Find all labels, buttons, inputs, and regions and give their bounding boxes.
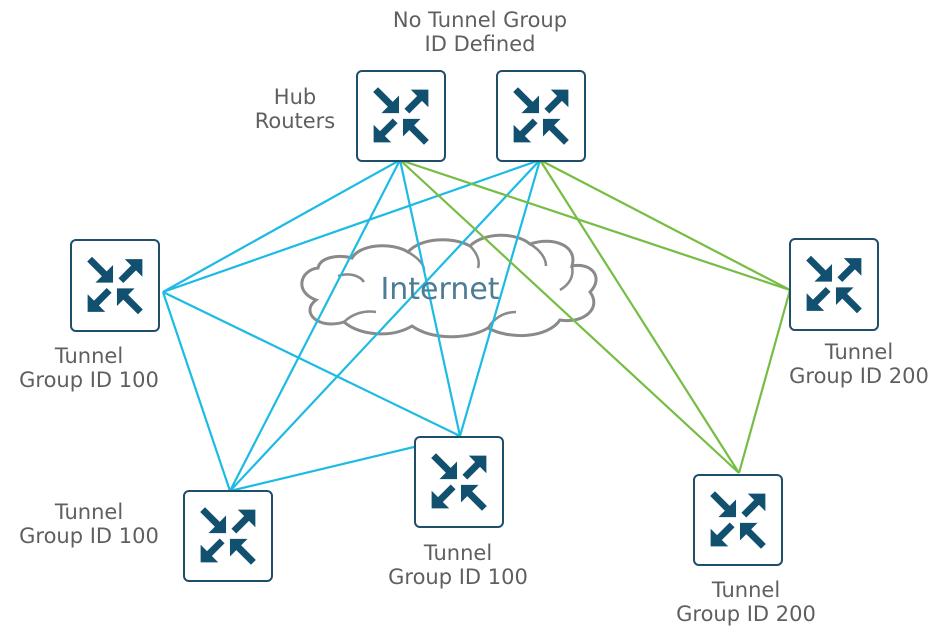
router-arrows-icon [358,72,444,160]
tunnel-link-h1-lb [229,159,401,492]
tunnel-link-lt-c [162,291,461,437]
spoke-right-top-label: Tunnel Group ID 200 [789,340,929,388]
hub-routers-label: Hub Routers [254,85,336,133]
spoke-router-right-bottom[interactable] [693,474,783,566]
tunnel-link-h1-rb [399,159,740,474]
router-arrows-icon [791,240,877,329]
spoke-right-bottom-label: Tunnel Group ID 200 [676,578,816,626]
router-arrows-icon [416,438,502,526]
spoke-router-left-top[interactable] [70,239,160,332]
spoke-left-bottom-label: Tunnel Group ID 100 [19,500,159,548]
tunnel-link-lt-lb [161,291,232,492]
tunnel-link-h2-rt [539,159,791,291]
tunnel-link-h1-rt [399,158,791,292]
cloud-label: Internet [380,272,500,307]
cloud-icon [300,233,598,339]
tunnel-link-rt-rb [737,289,792,474]
hub-router-1[interactable] [356,70,446,162]
tunnel-link-h2-rb [539,159,740,474]
tunnel-link-h2-lb [229,159,541,492]
tunnel-link-h2-c [458,159,542,437]
router-arrows-icon [72,241,158,330]
tunnel-links [161,158,792,493]
spoke-router-center[interactable] [414,436,504,528]
spoke-router-left-bottom[interactable] [183,490,273,582]
tunnel-link-h2-lt [162,158,541,294]
spoke-left-top-label: Tunnel Group ID 100 [19,344,159,392]
router-arrows-icon [498,72,584,160]
spoke-center-label: Tunnel Group ID 100 [388,541,528,589]
hub-group-label: No Tunnel Group ID Defined [392,8,568,56]
tunnel-link-h1-lt [162,159,401,293]
router-arrows-icon [185,492,271,580]
hub-router-2[interactable] [496,70,586,162]
spoke-router-right-top[interactable] [789,238,879,331]
router-arrows-icon [695,476,781,564]
